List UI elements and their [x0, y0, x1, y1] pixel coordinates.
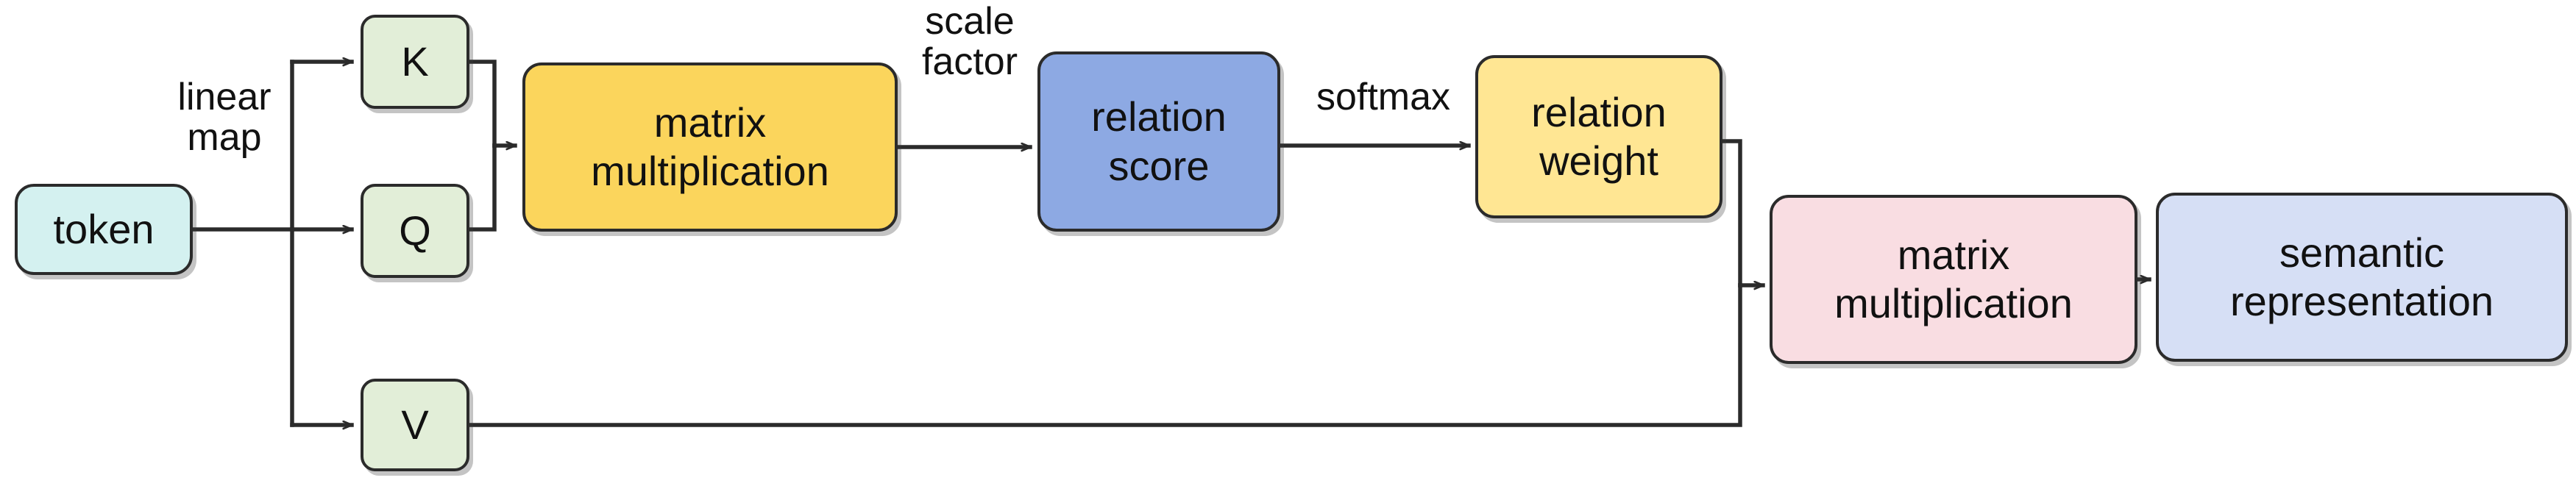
node-semantic-representation[interactable]: semantic representation	[2156, 193, 2568, 362]
node-semantic-representation-label: semantic representation	[2229, 229, 2494, 324]
node-v[interactable]: V	[361, 379, 469, 471]
edge-label-scale-factor: scale factor	[921, 0, 1018, 84]
node-token-label: token	[53, 205, 155, 252]
node-q-label: Q	[399, 207, 431, 254]
edge-v-to-matmul-bottom	[467, 283, 1742, 427]
node-relation-weight-label: relation weight	[1531, 88, 1667, 184]
node-matrix-multiplication-top-label: matrix multiplication	[591, 99, 829, 194]
node-matrix-multiplication-top[interactable]: matrix multiplication	[522, 62, 898, 232]
node-token[interactable]: token	[15, 184, 193, 275]
node-relation-score[interactable]: relation score	[1037, 51, 1280, 232]
node-relation-score-label: relation score	[1091, 93, 1227, 189]
edge-weight-to-matmul-bottom	[1720, 139, 1742, 287]
node-k-label: K	[401, 37, 429, 85]
node-k[interactable]: K	[361, 15, 469, 109]
edge-q-to-merge	[467, 143, 497, 232]
node-q[interactable]: Q	[361, 184, 469, 278]
edge-label-linear-map: linear map	[177, 76, 272, 160]
node-relation-weight[interactable]: relation weight	[1475, 55, 1722, 218]
node-v-label: V	[401, 401, 429, 448]
edge-label-softmax: softmax	[1316, 76, 1451, 118]
node-matrix-multiplication-bottom-label: matrix multiplication	[1834, 231, 2073, 326]
node-matrix-multiplication-bottom[interactable]: matrix multiplication	[1770, 195, 2137, 364]
edge-k-to-merge	[467, 60, 497, 148]
